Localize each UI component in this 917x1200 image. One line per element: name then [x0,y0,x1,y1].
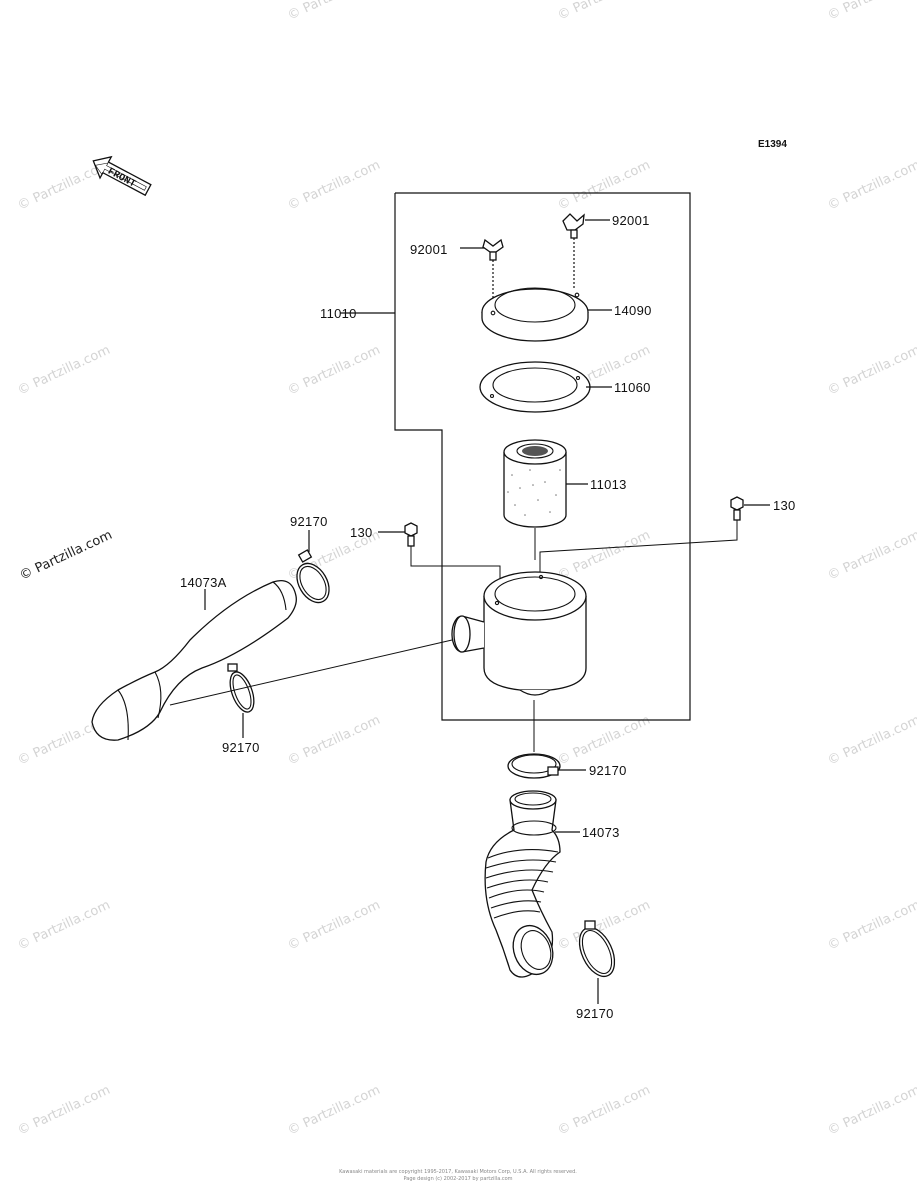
watermark: © Partzilla.com [825,713,917,769]
label-11060: 11060 [614,380,651,395]
assembly-bracket [340,192,691,721]
label-14073: 14073 [582,825,620,840]
front-arrow-icon: FRONT [92,155,152,197]
filter-element [503,439,588,528]
label-14073A: 14073A [180,575,227,590]
label-92001-a: 92001 [410,242,448,257]
bolt-b [539,496,770,575]
label-92170-left: 92170 [222,740,260,755]
label-11010: 11010 [320,306,357,321]
watermark: © Partzilla.com [15,898,112,954]
watermark: © Partzilla.com [285,898,382,954]
wing-bolt-a [460,238,504,310]
footer-design: Page design (c) 2002-2017 by partzilla.c… [403,1176,512,1182]
label-92170-top: 92170 [290,514,328,529]
watermark: © Partzilla.com [555,1083,652,1139]
watermark: © Partzilla.com [825,343,917,399]
watermark-dark: © Partzilla.com [17,528,114,584]
watermark: © Partzilla.com [285,1083,382,1139]
watermark: © Partzilla.com [825,898,917,954]
label-130-b: 130 [773,498,796,513]
label-11013: 11013 [590,477,627,492]
watermark: © Partzilla.com [15,1083,112,1139]
watermark: © Partzilla.com [825,0,917,24]
watermark: © Partzilla.com [825,158,917,214]
inlet-duct [91,579,297,741]
label-92001-b: 92001 [612,213,650,228]
wing-bolt-b [562,213,610,290]
air-cleaner-housing [451,571,587,696]
watermark: © Partzilla.com [825,1083,917,1139]
air-cleaner-cover [481,287,612,342]
hose-clamp-bottom [578,920,616,1004]
diagram-code: E1394 [758,139,787,150]
watermark: © Partzilla.com [285,0,382,24]
hose-clamp-top [296,530,330,604]
watermark-layer: © Partzilla.com © Partzilla.com © Partzi… [15,0,917,1139]
watermark: © Partzilla.com [555,0,652,24]
outlet-duct [484,790,580,978]
watermark: © Partzilla.com [555,713,652,769]
hose-clamp-left [169,639,453,738]
label-92170-mid: 92170 [589,763,627,778]
bolt-a [378,522,501,580]
watermark: © Partzilla.com [285,713,382,769]
watermark: © Partzilla.com [285,158,382,214]
label-14090: 14090 [614,303,652,318]
label-92170-bottom: 92170 [576,1006,614,1021]
hose-clamp-mid [507,700,586,779]
watermark: © Partzilla.com [825,528,917,584]
watermark: © Partzilla.com [285,343,382,399]
watermark: © Partzilla.com [555,528,652,584]
label-130-a: 130 [350,525,373,540]
footer-copyright: Kawasaki materials are copyright 1995-20… [339,1169,577,1175]
gasket [479,361,612,413]
watermark: © Partzilla.com [555,158,652,214]
watermark: © Partzilla.com [15,343,112,399]
